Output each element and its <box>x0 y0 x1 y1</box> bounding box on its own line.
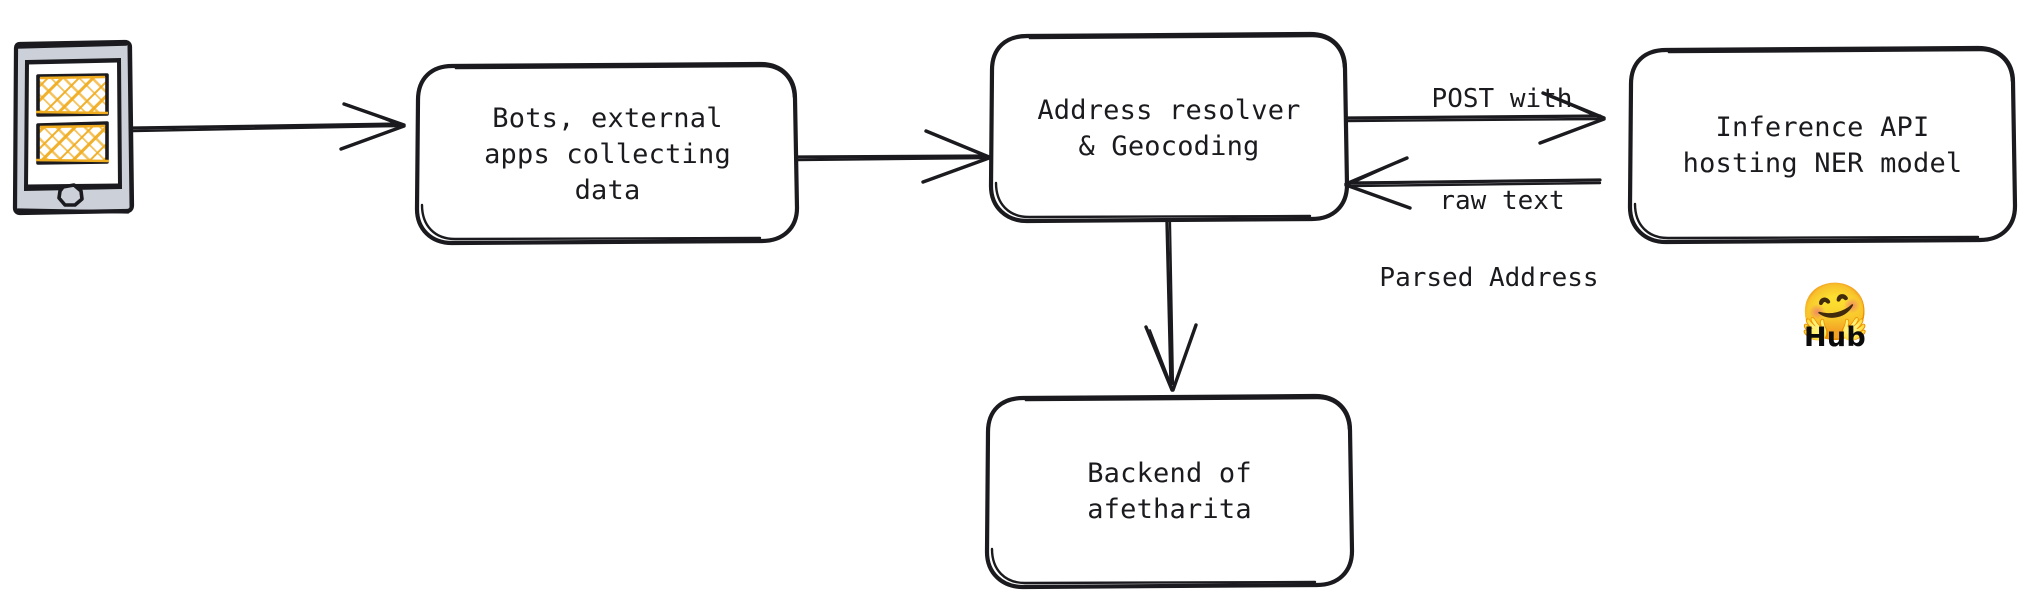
edge-phone-to-collectors <box>131 102 406 151</box>
edge-inference-to-resolver <box>1344 156 1602 210</box>
device-card-top <box>35 73 109 117</box>
edge-resolver-to-inference <box>1345 91 1606 145</box>
edge-resolver-to-backend <box>1144 219 1198 392</box>
edge-collectors-to-resolver <box>795 129 991 184</box>
huggingface-hub-logo: 🤗 Hub <box>1760 280 1910 354</box>
mobile-device-mockup <box>12 39 135 216</box>
device-home-button[interactable] <box>57 183 84 207</box>
hub-label: Hub <box>1803 322 1867 353</box>
hugging-face-icon: 🤗 <box>1800 280 1870 345</box>
node-address-resolver[interactable] <box>988 31 1350 224</box>
node-inference-api[interactable] <box>1627 45 2018 245</box>
node-backend-afetharita[interactable] <box>984 393 1355 590</box>
node-bots-external-apps[interactable] <box>414 61 800 246</box>
device-card-bottom <box>35 121 110 165</box>
